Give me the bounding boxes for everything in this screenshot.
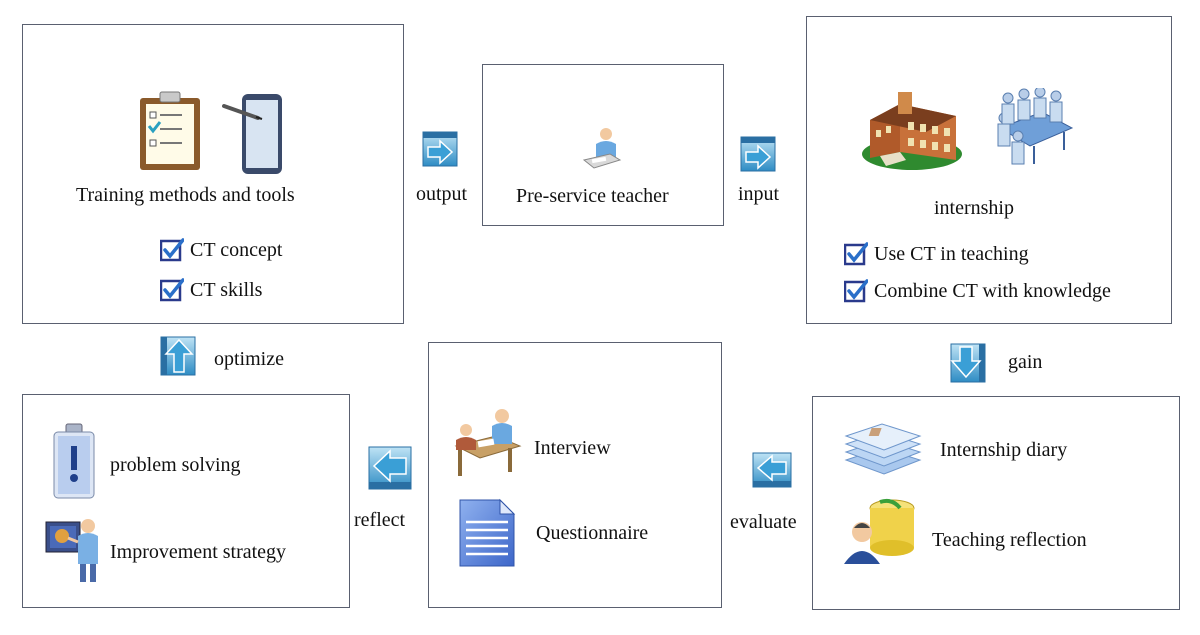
internship-item: Combine CT with knowledge [874, 280, 1111, 302]
document-icon [459, 498, 516, 567]
reflect-label: reflect [354, 509, 406, 531]
user-database-icon [844, 498, 915, 564]
presenter-board-icon [45, 519, 98, 582]
warning-badge-icon [53, 423, 95, 499]
training-box [22, 24, 404, 324]
optimize-label: optimize [214, 348, 284, 370]
output-label: output [416, 183, 468, 205]
internship-box [806, 16, 1172, 324]
evaluation-item: Questionnaire [536, 522, 649, 544]
teacher-label: Pre-service teacher [516, 185, 669, 207]
results-item: Internship diary [940, 439, 1068, 461]
checkbox-icon [844, 279, 868, 303]
arrow-right-icon [740, 136, 776, 172]
tablet-pen-icon [222, 94, 282, 174]
training-item: CT concept [190, 239, 283, 261]
arrow-up-icon [160, 336, 196, 376]
checkbox-icon [844, 242, 868, 266]
arrow-left-icon [368, 446, 412, 490]
training-title: Training methods and tools [76, 184, 295, 206]
internship-item: Use CT in teaching [874, 243, 1029, 265]
reflection-item: Improvement strategy [110, 541, 287, 563]
checkbox-icon [160, 278, 184, 302]
interview-icon [454, 409, 522, 476]
meeting-group-icon [997, 88, 1074, 165]
input-label: input [738, 183, 780, 205]
training-item: CT skills [190, 279, 263, 301]
checkbox-icon [160, 238, 184, 262]
clipboard-icon [140, 91, 200, 170]
gain-label: gain [1008, 351, 1043, 373]
school-building-icon [862, 92, 962, 170]
evaluate-label: evaluate [730, 511, 797, 533]
arrow-right-icon [422, 131, 458, 167]
evaluation-item: Interview [534, 437, 611, 459]
stacked-pages-icon [844, 423, 922, 475]
internship-title: internship [934, 197, 1014, 219]
arrow-down-icon [950, 343, 986, 383]
arrow-left-icon [752, 452, 792, 488]
results-item: Teaching reflection [932, 529, 1087, 551]
reflection-item: problem solving [110, 454, 241, 476]
teacher-at-desk-icon [582, 128, 622, 169]
